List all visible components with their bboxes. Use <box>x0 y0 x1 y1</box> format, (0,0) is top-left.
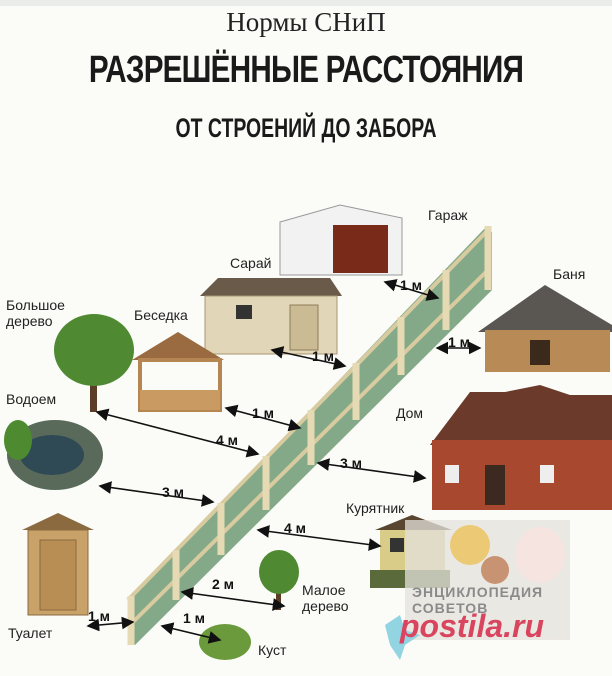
watermark-encyclopedia: ЭНЦИКЛОПЕДИЯ СОВЕТОВ <box>412 584 544 616</box>
arrow-garage <box>383 279 440 301</box>
page-subtitle: ОТ СТРОЕНИЙ ДО ЗАБОРА <box>175 113 437 143</box>
distance-house: 3 м <box>340 455 363 471</box>
label-shed: Сарай <box>230 255 272 271</box>
arrow-toilet <box>86 616 135 632</box>
distance-small-tree: 2 м <box>212 576 235 592</box>
small-tree-illustration <box>259 550 299 610</box>
bathhouse-illustration <box>478 285 612 372</box>
label-chicken-coop: Курятник <box>346 500 405 516</box>
label-pond: Водоем <box>6 391 57 407</box>
arrow-pond <box>98 481 215 507</box>
label-small-tree-line2: дерево <box>302 598 349 614</box>
bush-illustration <box>199 624 251 660</box>
toilet-illustration <box>22 513 94 616</box>
big-tree-illustration <box>54 314 134 412</box>
distance-bush: 1 м <box>183 610 206 626</box>
label-gazebo: Беседка <box>134 307 188 323</box>
arrow-shed <box>270 346 347 370</box>
arrow-house <box>316 458 427 483</box>
distance-gazebo: 1 м <box>252 405 275 421</box>
label-big-tree-line1: Большое <box>6 297 65 313</box>
distance-chicken-coop: 4 м <box>284 520 307 536</box>
page-title: РАЗРЕШЁННЫЕ РАССТОЯНИЯ <box>88 49 524 91</box>
distance-pond: 3 м <box>162 484 185 500</box>
watermark-postila: postila.ru <box>400 608 545 644</box>
top-bar <box>0 0 612 6</box>
label-bush: Куст <box>258 642 287 658</box>
arrow-small-tree <box>180 587 286 611</box>
label-garage: Гараж <box>428 207 468 223</box>
supertitle: Нормы СНиП <box>226 7 386 37</box>
distance-arrows <box>86 279 482 644</box>
label-toilet: Туалет <box>8 625 53 641</box>
house-illustration <box>430 385 612 510</box>
arrow-big-tree <box>95 408 260 458</box>
distance-toilet: 1 м <box>88 608 111 624</box>
pond-illustration <box>4 420 103 490</box>
label-small-tree-line1: Малое <box>302 582 346 598</box>
label-house: Дом <box>396 405 424 421</box>
garage-illustration <box>279 204 403 276</box>
distance-bathhouse: 1 м <box>448 334 471 350</box>
label-big-tree-line2: дерево <box>6 313 53 329</box>
arrow-coop <box>256 525 382 551</box>
distance-garage: 1 м <box>400 277 423 293</box>
shed-illustration <box>200 278 342 355</box>
label-bathhouse: Баня <box>553 266 586 282</box>
distance-big-tree: 4 м <box>216 432 239 448</box>
distance-shed: 1 м <box>312 348 335 364</box>
arrow-bush <box>160 622 222 644</box>
watermark-decoration <box>385 520 570 660</box>
